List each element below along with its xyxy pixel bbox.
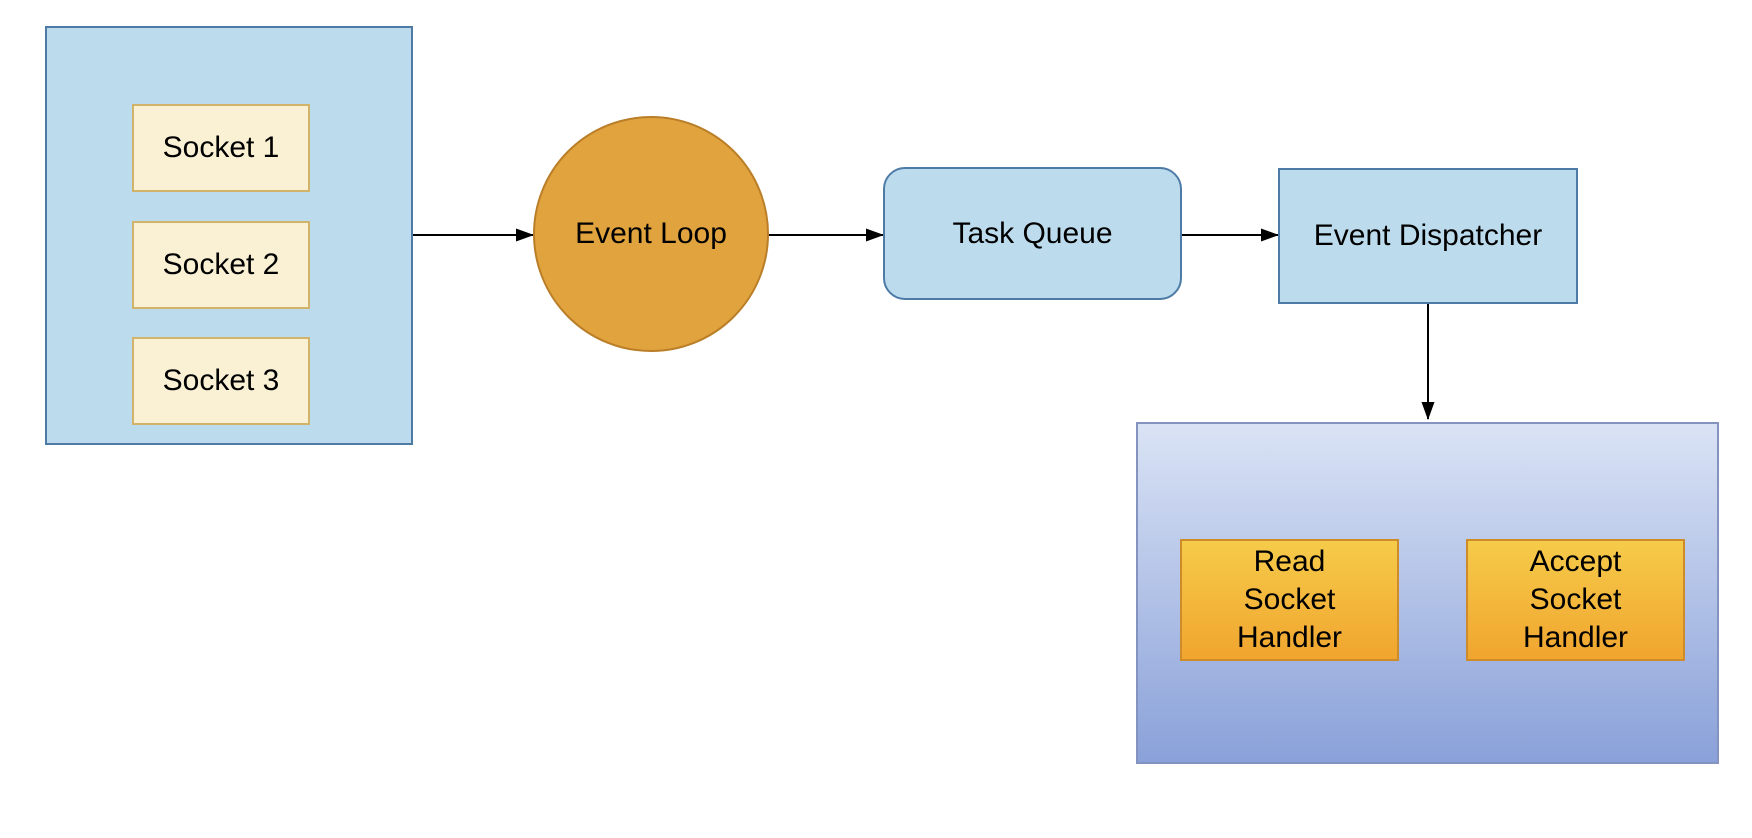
socket-1-node: Socket 1 — [132, 104, 310, 192]
event-dispatcher-label: Event Dispatcher — [1313, 219, 1543, 252]
accept-handler-line-1: Accept — [1529, 545, 1622, 578]
sockets-container: Socket 1 Socket 2 Socket 3 — [45, 26, 413, 445]
read-handler-line-1: Read — [1253, 545, 1326, 578]
event-loop-node: Event Loop — [533, 116, 769, 352]
read-handler-line-2: Socket — [1243, 583, 1336, 616]
accept-handler-line-2: Socket — [1529, 583, 1622, 616]
handlers-container: Read Socket Handler Accept Socket Handle… — [1136, 422, 1719, 764]
socket-3-label: Socket 3 — [162, 364, 280, 397]
task-queue-label: Task Queue — [952, 216, 1113, 250]
event-dispatcher-node: Event Dispatcher — [1278, 168, 1578, 304]
read-socket-handler-node: Read Socket Handler — [1180, 539, 1399, 661]
socket-3-node: Socket 3 — [132, 337, 310, 425]
accept-handler-line-3: Handler — [1522, 621, 1629, 654]
read-handler-line-3: Handler — [1236, 621, 1343, 654]
accept-socket-handler-node: Accept Socket Handler — [1466, 539, 1685, 661]
task-queue-node: Task Queue — [883, 167, 1182, 300]
event-loop-label: Event Loop — [575, 217, 727, 250]
socket-2-label: Socket 2 — [162, 248, 280, 281]
socket-1-label: Socket 1 — [162, 131, 280, 164]
socket-2-node: Socket 2 — [132, 221, 310, 309]
